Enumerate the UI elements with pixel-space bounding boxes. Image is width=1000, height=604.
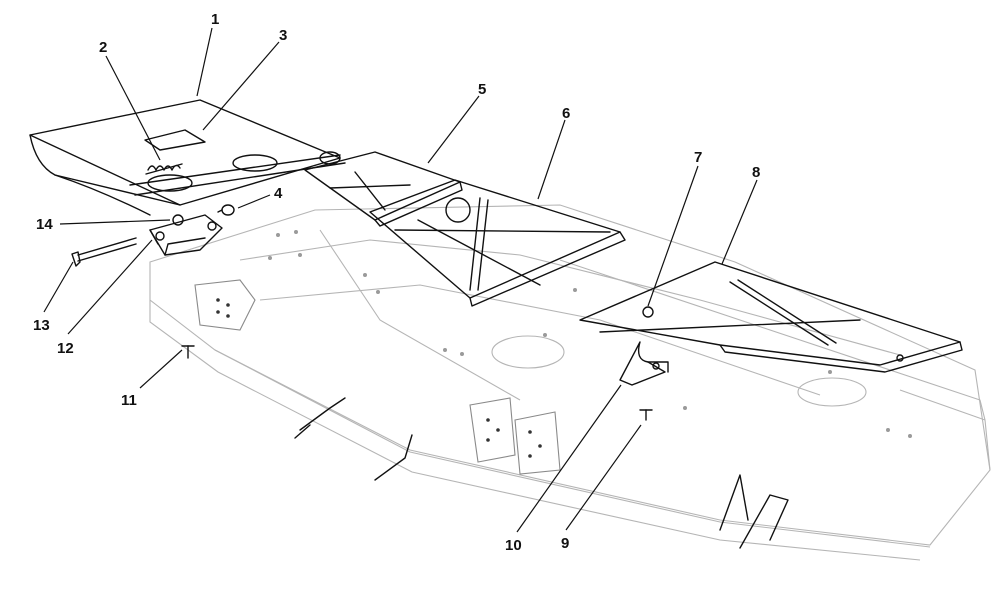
- carriage-bolt: [181, 345, 195, 359]
- deck-mounting-brackets: [194, 279, 789, 549]
- torsion-spring: [145, 163, 183, 175]
- left-cover-plate: [304, 151, 463, 227]
- hinge-bracket: [149, 214, 223, 256]
- spacer-bushing: [217, 204, 235, 216]
- callout-2: 2: [99, 39, 107, 56]
- callout-12: 12: [57, 340, 74, 357]
- callout-14: 14: [36, 216, 53, 233]
- callout-3: 3: [279, 27, 287, 44]
- latch-screw: [639, 409, 653, 421]
- callout-1: 1: [211, 11, 219, 28]
- deflector-shield: [29, 99, 346, 216]
- lock-nut: [172, 214, 184, 226]
- right-cover-plate: [579, 261, 963, 373]
- callout-labels: 1 2 3 4 5 6 7 8 9 10 11 12 13 14: [33, 11, 760, 554]
- center-cover-plate: [369, 179, 626, 307]
- callout-7: 7: [694, 149, 702, 166]
- callout-5: 5: [478, 81, 486, 98]
- callout-13: 13: [33, 317, 50, 334]
- hinge-bolt: [71, 237, 137, 267]
- mower-deck: [149, 204, 991, 561]
- callout-11: 11: [121, 392, 137, 409]
- latch-bracket: [619, 341, 669, 386]
- leader-lines: [43, 27, 758, 533]
- callout-4: 4: [274, 185, 283, 202]
- callout-10: 10: [505, 537, 522, 554]
- right-lock-nut: [642, 306, 654, 318]
- callout-9: 9: [561, 535, 569, 552]
- callout-6: 6: [562, 105, 570, 122]
- callout-8: 8: [752, 164, 760, 181]
